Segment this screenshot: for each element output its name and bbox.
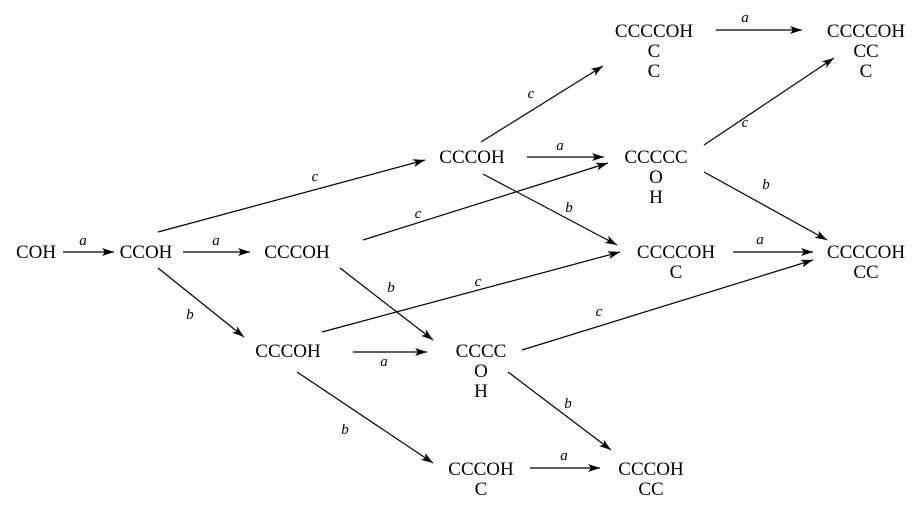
node-line: CCCOH [439, 147, 505, 168]
edge-label-n_ccoh-to-n_cccoh_a: a [212, 233, 220, 249]
edge-arrow-n_ccoh-to-n_cccoh_c [157, 159, 426, 233]
node-n_cccoh_c: CCCOH [439, 147, 505, 168]
edge-label-n_cccoh_b-to-n_ccccoh_c: c [475, 274, 482, 290]
node-line: CCCCOH [615, 21, 693, 42]
node-n_ccoh: CCOH [120, 242, 173, 263]
edge-arrow-n_cccoh_c-to-n_ccccoh_cc_top [480, 65, 604, 143]
node-line: CC [638, 479, 663, 500]
node-line: CC [853, 262, 878, 283]
edge-label-n_ccccoh_c-to-n_ccccoh_cc: a [756, 232, 764, 248]
edge-arrow-n_cccc_oh-to-n_cccoh_cc_bottom [507, 371, 612, 451]
edge-arrow-n_cccc_oh-to-n_ccccoh_cc [521, 259, 814, 351]
edge-arrow-n_cccoh_a-to-n_ccccc_oh [362, 162, 609, 241]
node-line: CCCCOH [637, 242, 715, 263]
node-line: CCCOH [264, 242, 330, 263]
node-line: CCCCC [624, 147, 687, 168]
edge-label-n_cccoh_b-to-n_cccoh_c_bottom: b [341, 422, 349, 438]
edge-arrow-n_cccoh_b-to-n_ccccoh_c [321, 251, 621, 333]
edges-layer [63, 26, 835, 472]
node-line: H [474, 381, 488, 402]
node-line: C [475, 479, 488, 500]
node-line: CCCOH [255, 341, 321, 362]
node-line: COH [16, 242, 56, 263]
node-n_cccoh_a: CCCOH [264, 242, 330, 263]
edge-label-n_cccoh_c-to-n_ccccoh_c: b [565, 200, 573, 216]
node-line: O [649, 167, 663, 188]
node-line: O [474, 361, 488, 382]
edge-label-n_cccoh_c-to-n_ccccoh_cc_top: c [528, 86, 535, 102]
edge-label-n_ccccc_oh-to-n_ccccoh_cc: b [762, 177, 770, 193]
edge-arrow-n_cccoh_c-to-n_ccccoh_c [482, 173, 618, 246]
edge-label-n_cccc_oh-to-n_ccccoh_cc: c [596, 304, 603, 320]
node-line: CCCOH [448, 459, 514, 480]
edge-label-n_ccccoh_cc_top-to-n_ccccoh_ccc_top: a [741, 10, 749, 26]
edge-label-n_cccoh_b-to-n_cccc_oh: a [380, 354, 388, 370]
node-line: CCCC [456, 341, 507, 362]
node-line: CCOH [120, 242, 173, 263]
edge-label-n_cccoh_c_bottom-to-n_cccoh_cc_bottom: a [560, 448, 568, 464]
node-line: C [670, 262, 683, 283]
edge-label-n_cccc_oh-to-n_cccoh_cc_bottom: b [564, 396, 572, 412]
edge-arrow-n_ccccc_oh-to-n_ccccoh_ccc_top [703, 57, 835, 146]
edge-arrow-n_ccoh-to-n_cccoh_b [157, 267, 245, 338]
node-n_coh: COH [16, 242, 56, 263]
edge-arrow-n_ccccc_oh-to-n_ccccoh_cc [703, 171, 828, 241]
node-line: CCCOH [618, 459, 684, 480]
edge-label-n_cccoh_a-to-n_cccc_oh: b [387, 280, 395, 296]
node-line: CCCCOH [827, 242, 905, 263]
node-line: C [860, 61, 873, 82]
node-line: H [649, 187, 663, 208]
edge-label-n_ccoh-to-n_cccoh_c: c [312, 169, 319, 185]
edge-labels-layer: a a c b c a b c b c a b a c b a c b a [79, 10, 770, 464]
edge-label-n_coh-to-n_ccoh: a [79, 233, 87, 249]
node-line: CCCCOH [827, 21, 905, 42]
edge-arrow-n_cccoh_b-to-n_cccoh_c_bottom [296, 371, 434, 464]
edge-arrow-n_cccoh_a-to-n_cccc_oh [339, 267, 434, 341]
node-line: C [648, 61, 661, 82]
edge-label-n_cccoh_c-to-n_ccccc_oh: a [556, 138, 564, 154]
edge-label-n_ccccc_oh-to-n_ccccoh_ccc_top: c [742, 115, 749, 131]
node-n_cccoh_b: CCCOH [255, 341, 321, 362]
edge-label-n_ccoh-to-n_cccoh_b: b [186, 307, 194, 323]
node-line: C [648, 41, 661, 62]
node-n_cccc_oh: CCCCOH [456, 341, 507, 402]
node-line: CC [853, 41, 878, 62]
edge-label-n_cccoh_a-to-n_ccccc_oh: c [415, 206, 422, 222]
